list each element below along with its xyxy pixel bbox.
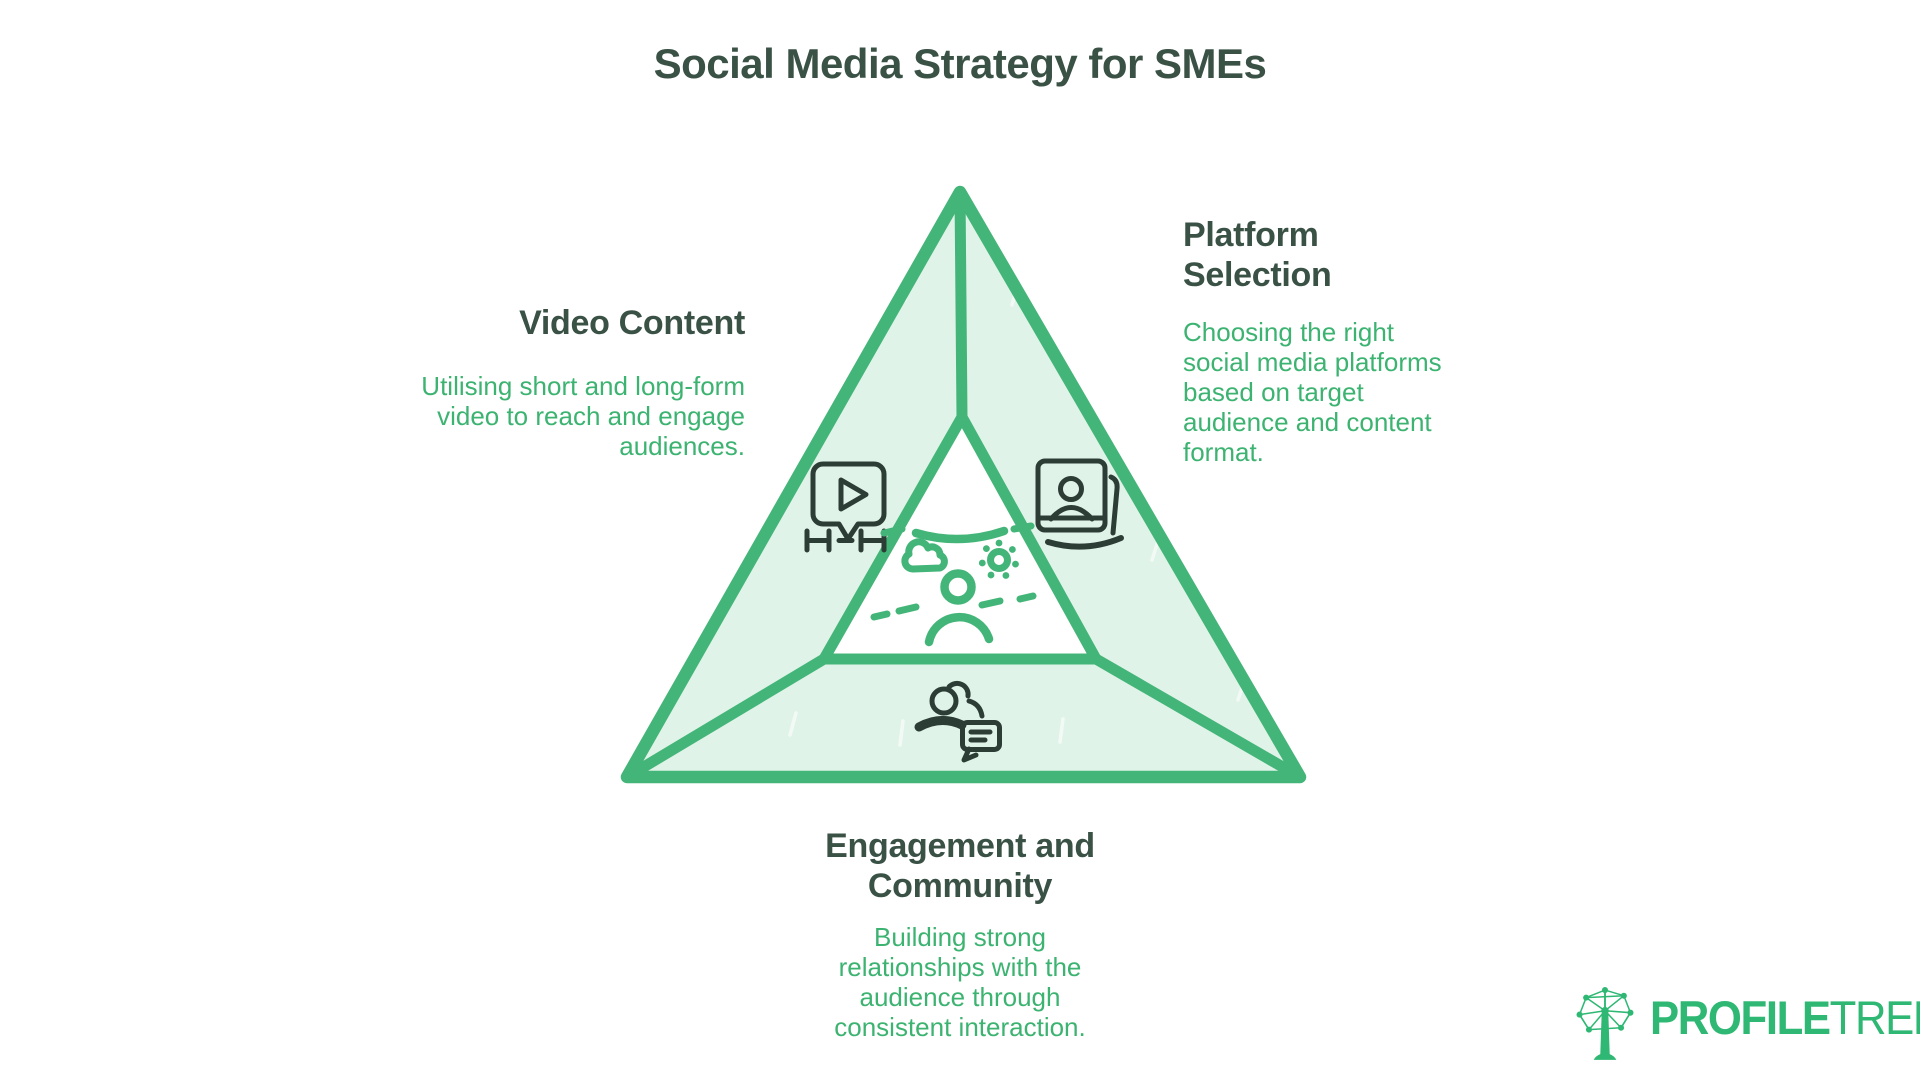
platform-description: Choosing the right social media platform… (1183, 317, 1442, 467)
audience-reach-icon (870, 522, 1037, 647)
engagement-heading: Engagement and Community (825, 827, 1095, 905)
profiletree-logo: PROFILETREE (1572, 982, 1920, 1072)
video-play-bubble-icon (804, 461, 887, 553)
network-tree-icon (1576, 987, 1634, 1060)
logo-text-profile: PROFILE (1650, 991, 1831, 1044)
video-heading: Video Content (519, 304, 745, 342)
engagement-description-block: Building strong relationships with the a… (810, 922, 1110, 1042)
logo-text-tree: TREE (1829, 991, 1920, 1044)
people-chat-icon (914, 680, 1002, 763)
engagement-region (627, 659, 1300, 777)
logo-wordmark: PROFILETREE (1650, 990, 1920, 1045)
video-description: Utilising short and long-form video to r… (421, 371, 745, 461)
engagement-heading-block: Engagement and Community (760, 826, 1160, 906)
profile-card-icon (1035, 458, 1124, 550)
section-platform: Platform Selection Choosing the right so… (1183, 215, 1468, 467)
engagement-description: Building strong relationships with the a… (834, 922, 1086, 1042)
page-title: Social Media Strategy for SMEs (653, 40, 1267, 87)
triangle-lines (620, 185, 1307, 784)
section-video: Video Content Utilising short and long-f… (405, 303, 745, 461)
platform-heading: Platform Selection (1183, 216, 1332, 294)
